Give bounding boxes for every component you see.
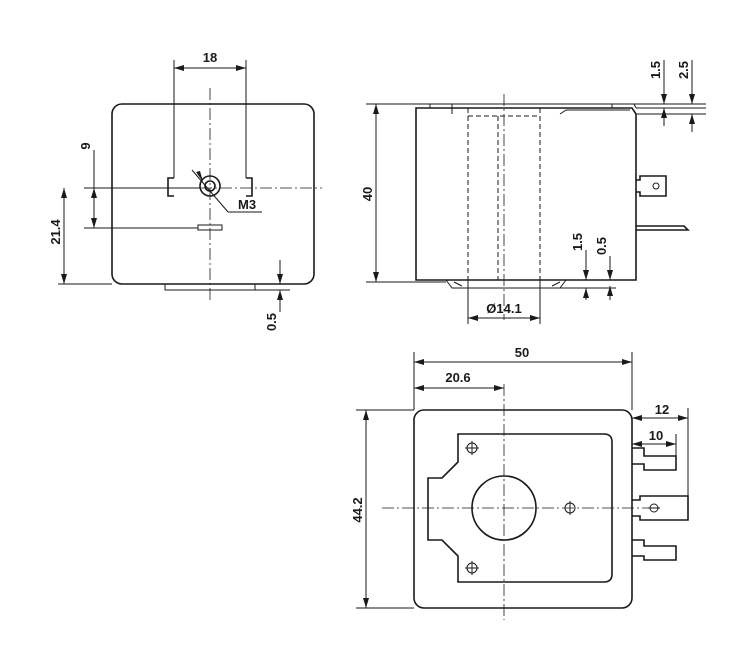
dim-9-arrow-top [91,188,97,198]
bottom-view-bore [471,475,537,541]
dim-1-5-bottom-arrow-up [583,288,589,298]
dim-21-4-arrow-top [61,188,67,198]
dim-44-2-label: 44.2 [350,497,365,522]
dim-10-arrow-right [666,441,676,447]
side-view-terminal-2 [636,225,690,231]
dim-0-5-left-arrow-down [277,274,283,284]
dim-dia-label: Ø14.1 [486,301,521,316]
side-view-top-step [559,109,630,115]
side-view-top-plate [429,103,613,108]
front-view-left-bracket [167,177,174,197]
front-view-screw-outer [199,175,221,197]
dim-1-5-top-arrow-up [661,108,667,118]
dim-21-4-label: 21.4 [48,219,63,245]
dim-12-arrow-left [632,415,642,421]
dim-12-label: 12 [655,402,669,417]
dim-1-5-top-label: 1.5 [648,61,663,79]
dim-50-label: 50 [515,345,529,360]
dim-dia-arrow-right [530,315,540,321]
side-view-terminal-1 [636,175,667,197]
dim-50-arrow-left [414,359,424,365]
bottom-view-plate [427,433,613,583]
front-view-right-bracket [246,177,253,197]
dim-20-6-label: 20.6 [445,370,470,385]
dim-44-2-arrow-top [363,410,369,420]
dim-20-6-arrow-right [494,385,504,391]
dim-50-arrow-right [622,359,632,365]
dim-2-5-top-arrow-down [689,94,695,104]
side-view-bottom-plate [445,279,567,289]
dim-18-arrow-right [236,65,246,71]
dim-40-arrow-top [373,104,379,114]
bottom-view-body [413,409,633,609]
dim-20-6-arrow-left [414,385,424,391]
dim-40-label: 40 [360,187,375,201]
dim-18-label: 18 [203,50,217,65]
side-view-terminal-1-hole [652,182,660,190]
side-view: 40 Ø14.1 1.5 2.5 1.5 [360,60,706,324]
dim-40-arrow-bottom [373,272,379,282]
side-view-bottom-bevel-right [551,281,561,287]
front-view-body [111,103,315,285]
dim-10-label: 10 [649,428,663,443]
dim-dia-arrow-left [468,315,478,321]
m3-leader [191,169,229,213]
bottom-view-terminal-top [632,447,677,471]
side-view-bottom-bevel-left [453,281,463,287]
front-view: 18 9 21.4 M3 0.5 [48,50,322,331]
dim-1-5-bottom-arrow-down [583,270,589,280]
m3-arrow [196,171,203,182]
bottom-view-terminal-middle [632,495,689,521]
dim-2-5-top-label: 2.5 [676,61,691,79]
dim-12-arrow-right [678,415,688,421]
bottom-view-terminal-bottom [632,539,677,561]
dim-9-label: 9 [78,142,93,149]
side-view-body [415,107,637,281]
dim-0-5-bottom-arrow-up [607,286,613,296]
dim-9-arrow-bottom [91,218,97,228]
dim-21-4-arrow-bottom [61,274,67,284]
dim-1-5-bottom-label: 1.5 [570,233,585,251]
dim-0-5-left-arrow-up [277,290,283,300]
dim-0-5-bottom-arrow-down [607,270,613,280]
dim-10-arrow-left [632,441,642,447]
dim-0-5-left-label: 0.5 [264,313,279,331]
m3-label: M3 [238,197,256,212]
dim-44-2-arrow-bottom [363,598,369,608]
bottom-view: 50 20.6 12 10 44.2 [350,345,689,620]
dim-2-5-top-arrow-up [689,114,695,124]
dim-1-5-top-arrow-down [661,94,667,104]
dim-0-5-bottom-label: 0.5 [594,237,609,255]
dim-18-arrow-left [174,65,184,71]
